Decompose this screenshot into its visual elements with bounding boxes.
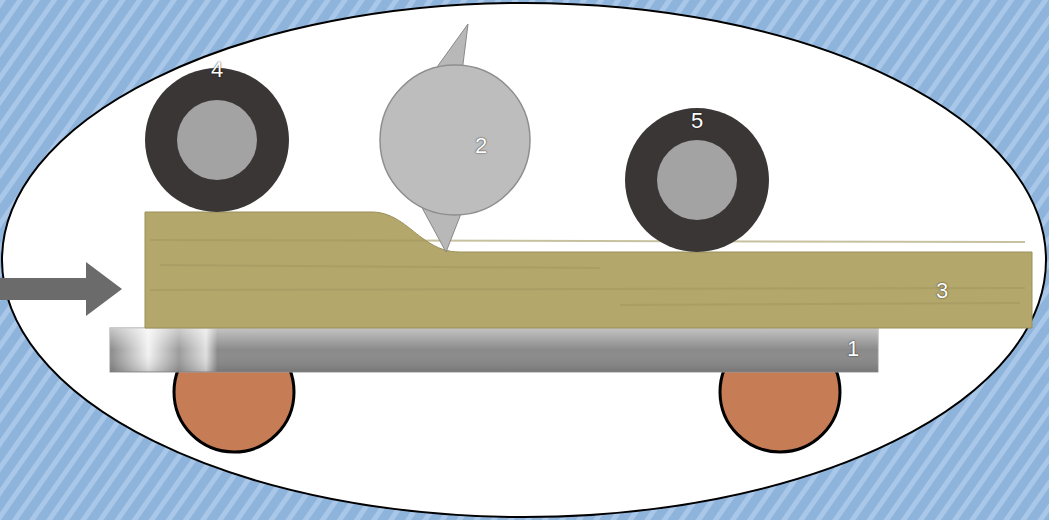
carriage-plate-shade (110, 328, 878, 372)
callout-number: 4 (211, 59, 223, 81)
callout-number: 2 (475, 135, 487, 157)
callout-number: 1 (847, 338, 859, 360)
feed-roller (625, 108, 769, 252)
roller-hub (657, 140, 737, 220)
callout-number: 3 (936, 280, 948, 302)
frame-ellipse (2, 3, 1046, 517)
callout-number: 5 (691, 110, 703, 132)
wooden-board (145, 212, 1032, 328)
wood-grain (150, 240, 1025, 305)
cutter-head (380, 65, 530, 215)
feed-arrow (0, 262, 122, 316)
roller-hub (177, 100, 257, 180)
carriage-plate (110, 328, 878, 372)
feed-roller (145, 68, 289, 212)
